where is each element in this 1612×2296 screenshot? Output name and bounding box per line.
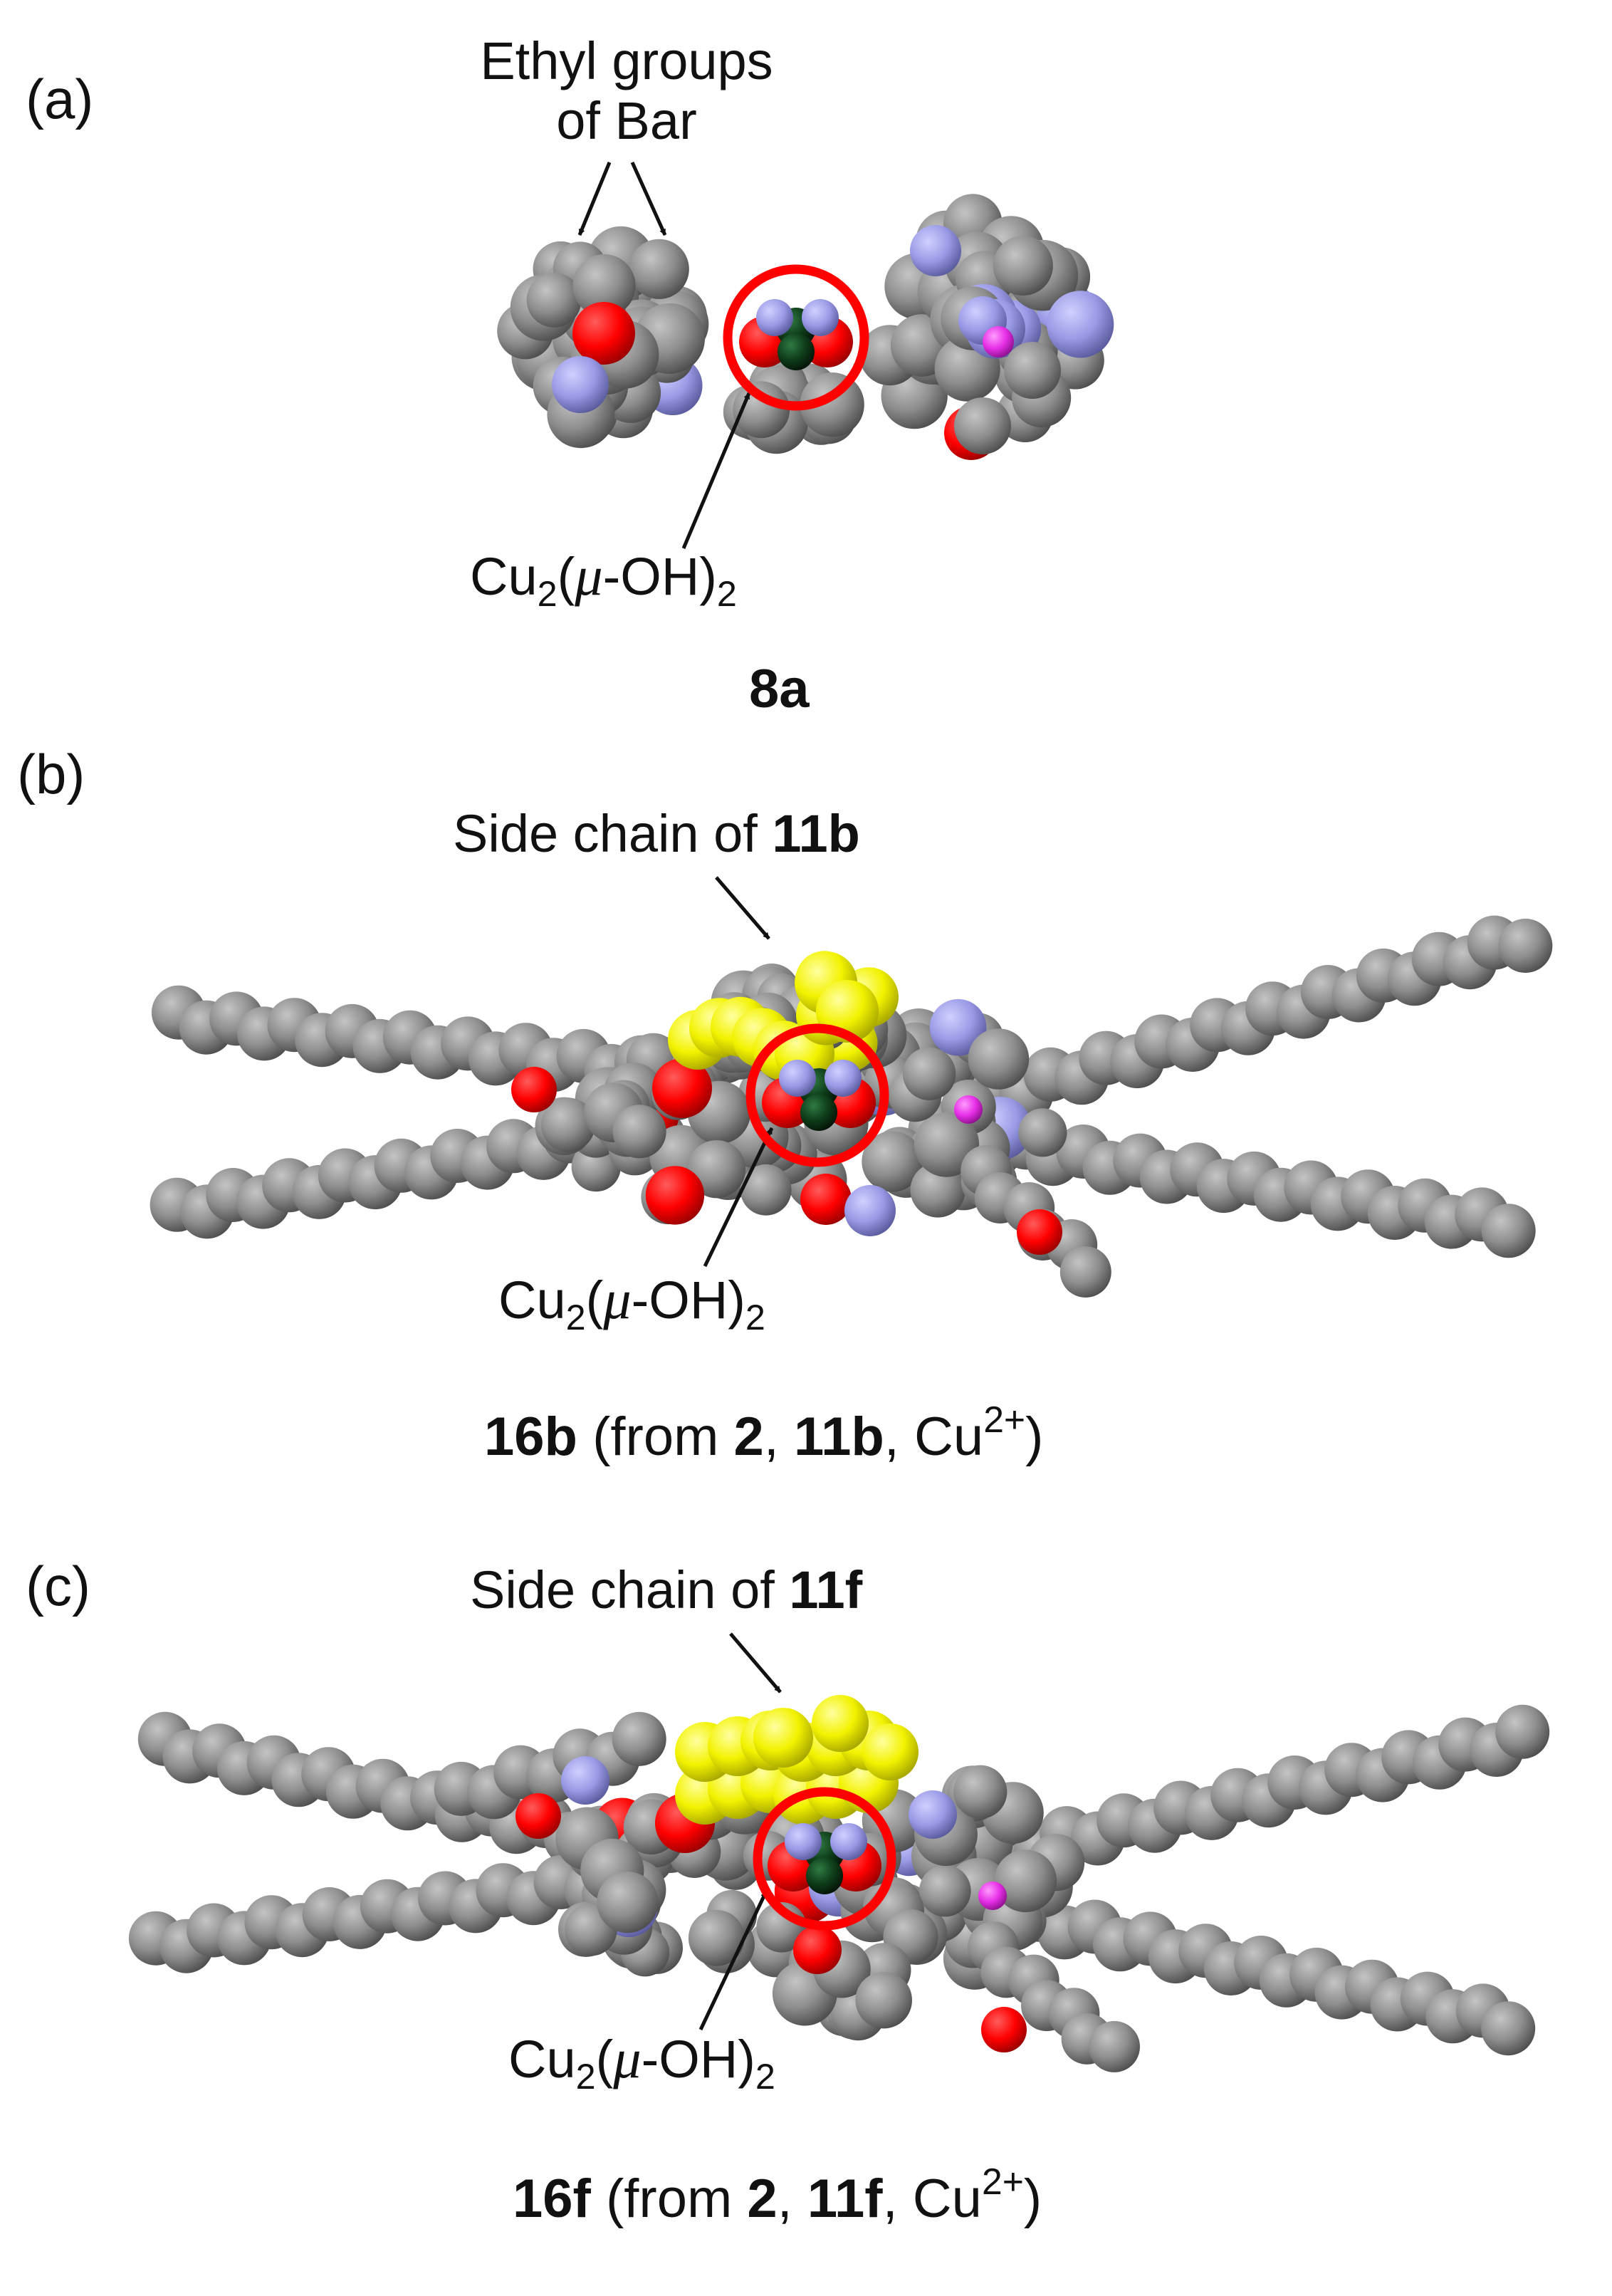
oxygen-atom [572,302,635,365]
carbon-atom [688,1909,745,1966]
side-chain-atom [862,1723,918,1780]
nitrogen-atom [779,1060,816,1097]
arrow-ethyl-right [630,161,667,236]
oxygen-atom [1017,1209,1062,1255]
copper-atom [806,1857,843,1894]
nitrogen-atom [802,299,839,336]
panel-b-letter: (b) [17,743,85,805]
carbon-atom [855,1971,912,2029]
oxygen-atom [511,1067,557,1112]
panel-a-letter: (a) [26,68,94,130]
arrow-sidechain-b [715,876,770,940]
panel-b-core-label: Cu2(μ-OH)2 [498,1268,765,1338]
nitrogen-atom [756,299,793,336]
metal-atom [983,326,1014,358]
nitrogen-atom [830,1823,867,1860]
annotation-line-1: Ethyl groups [480,31,773,90]
panel-a-molecular-model [497,194,1114,460]
carbon-atom [597,1872,659,1934]
carbon-atom [902,1047,956,1101]
highlight-circle-a [723,264,869,411]
nitrogen-atom [552,356,609,413]
nitrogen-atom [825,1060,862,1097]
carbon-atom [1004,342,1061,399]
nitrogen-atom [1047,291,1114,358]
carbon-atom [687,1140,746,1199]
panel-c-letter: (c) [26,1555,90,1617]
panel-a-caption: 8a [749,662,810,716]
panel-a-annotation: Ethyl groups of Bar [449,31,805,150]
highlight-circle-b [745,1023,889,1167]
carbon-atom [1481,1204,1536,1258]
carbon-atom [862,1131,923,1192]
carbon-atom [1089,2020,1140,2072]
carbon-atom [540,1097,595,1152]
arrow-ethyl-left [577,162,612,236]
oxygen-atom [652,1058,712,1118]
oxygen-atom [800,1174,852,1225]
carbon-atom [612,1711,666,1766]
arrow-sidechain-c [729,1632,782,1694]
arrow-core-c [698,1890,768,2031]
arrow-core-a [681,392,751,549]
highlight-circle-c [753,1787,896,1931]
panel-c-caption: 16f (from 2, 11f, Cu2+) [513,2160,1042,2229]
annotation-line-2: of Bar [556,90,697,150]
side-chain-atom [753,1708,813,1768]
copper-atom [800,1094,837,1131]
nitrogen-atom [909,1790,957,1839]
nitrogen-atom [929,998,987,1056]
panel-b-annotation: Side chain of 11b [453,804,860,863]
carbon-atom [993,236,1053,296]
carbon-atom [526,272,582,328]
carbon-atom [1018,1108,1067,1157]
nitrogen-atom [844,1185,896,1236]
carbon-atom [1059,1246,1111,1298]
carbon-atom [612,1105,666,1159]
carbon-atom [994,1849,1057,1913]
carbon-atom [740,1164,792,1216]
carbon-atom [968,1028,1030,1090]
panel-c-molecular-model [128,1695,1550,2072]
nitrogen-atom [785,1823,822,1860]
carbon-atom [1495,1704,1550,1759]
carbon-atom [629,239,689,299]
carbon-atom [954,397,1011,454]
metal-atom [978,1882,1007,1910]
carbon-atom [953,1765,1007,1819]
panel-c-core-label: Cu2(μ-OH)2 [508,2028,775,2097]
oxygen-atom [515,1793,561,1839]
carbon-atom [1498,919,1553,973]
side-chain-atom [812,1695,869,1752]
oxygen-atom [981,2007,1027,2052]
panel-b-caption: 16b (from 2, 11b, Cu2+) [484,1398,1044,1467]
arrow-core-b [703,1127,774,1268]
oxygen-atom [793,1926,842,1974]
oxygen-atom [645,1166,705,1225]
panel-b-molecular-model [150,915,1553,1298]
metal-atom [954,1095,983,1124]
nitrogen-atom [910,225,961,276]
carbon-atom [1481,2001,1536,2056]
carbon-atom [919,1864,971,1917]
copper-atom [778,333,815,370]
panel-a-core-label: Cu2(μ-OH)2 [470,545,737,615]
nitrogen-atom [561,1756,609,1805]
carbon-atom [572,254,636,318]
compound-label-8a: 8a [749,659,810,719]
panel-c-annotation: Side chain of 11f [470,1560,863,1619]
